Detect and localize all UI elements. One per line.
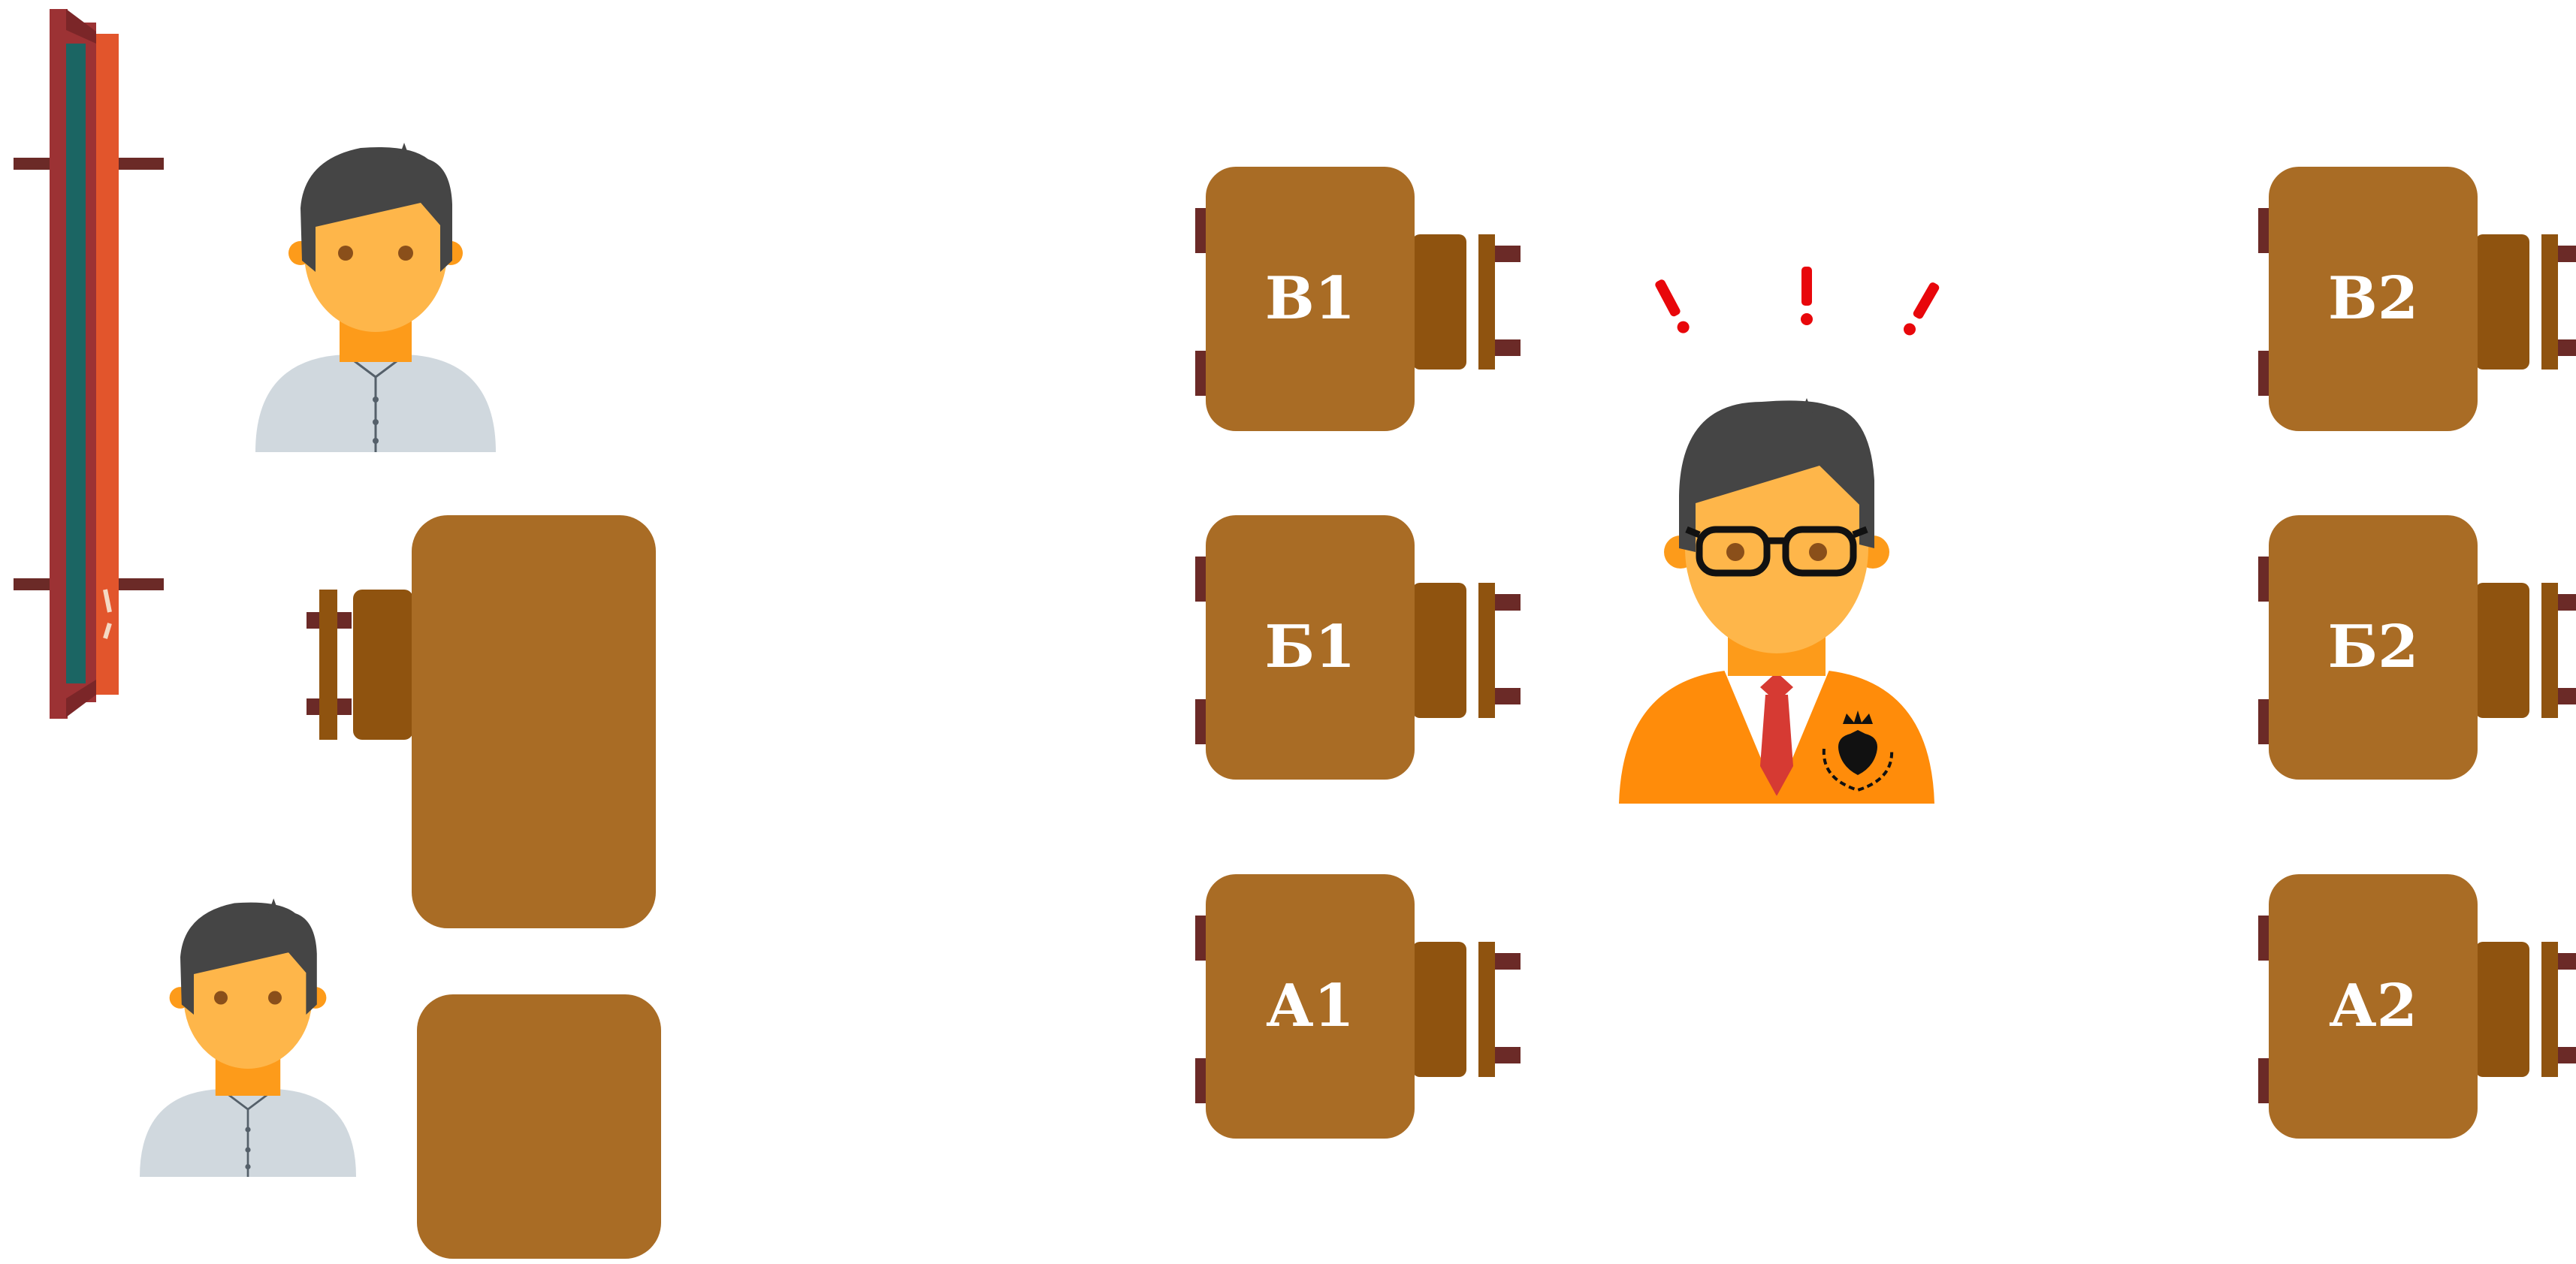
exclamation-icon bbox=[1801, 267, 1813, 325]
chalkboard-icon bbox=[14, 9, 164, 719]
chair-icon bbox=[307, 590, 413, 740]
desk-label: В2 bbox=[2328, 264, 2418, 333]
desk-label: А1 bbox=[1266, 972, 1354, 1040]
desk-label: Б2 bbox=[2328, 613, 2419, 681]
desk-label: А2 bbox=[2329, 972, 2417, 1040]
desk-a1: А1 bbox=[1195, 874, 1521, 1139]
desk-v2: В2 bbox=[2258, 167, 2576, 431]
exclamation-icon bbox=[1653, 278, 1692, 335]
student-icon bbox=[255, 143, 496, 452]
desk-a2: А2 bbox=[2258, 874, 2576, 1139]
student-icon bbox=[140, 898, 356, 1177]
exclamation-icon bbox=[1901, 281, 1941, 338]
desk-v1: В1 bbox=[1195, 167, 1521, 431]
desk-label: В1 bbox=[1265, 264, 1355, 333]
teacher-icon bbox=[1619, 398, 1934, 804]
desk-icon bbox=[412, 515, 656, 928]
desk-icon bbox=[417, 994, 661, 1259]
desk-label: Б1 bbox=[1265, 613, 1356, 681]
desk-b1: Б1 bbox=[1195, 515, 1521, 780]
desk-b2: Б2 bbox=[2258, 515, 2576, 780]
